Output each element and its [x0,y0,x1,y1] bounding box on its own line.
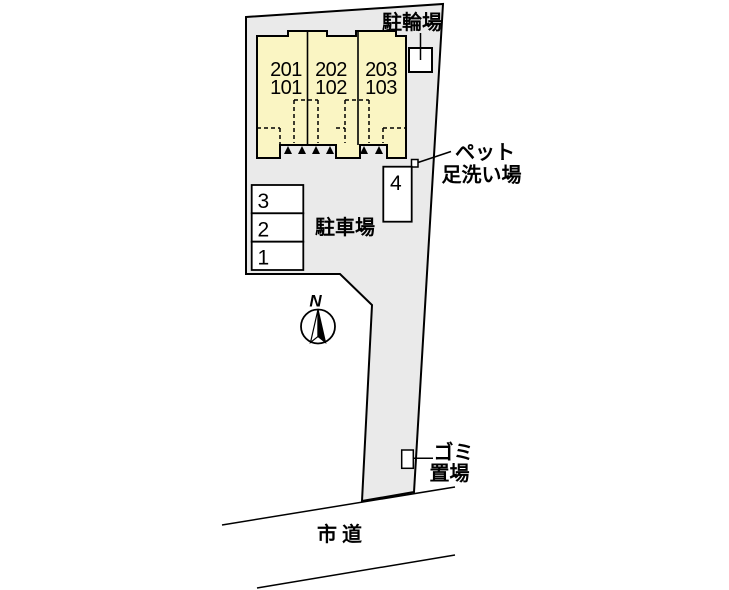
pet-wash-label-line2: 足洗い場 [442,164,522,187]
pet-wash-label-line1: ペット [455,142,515,164]
parking-spaces: 3 2 1 4 [250,165,413,271]
unit-202-label: 202 [315,59,347,81]
pet-wash-leader-line [417,150,452,164]
city-road-label: 市道 [317,522,367,546]
entrance-triangles [284,146,383,154]
building-dashed-lines [257,99,406,145]
garbage-box [400,449,415,470]
parking-lot-label: 駐車場 [315,215,375,239]
parking-space-2-number: 2 [258,218,269,241]
road-lower-line [256,554,456,589]
compass: N [300,292,336,345]
road-upper-line [221,486,456,526]
parking-space-1-number: 1 [258,247,269,270]
garbage-label-line1: ゴミ [434,440,474,464]
parking-space-1 [250,240,305,271]
unit-101-label: 101 [270,77,302,99]
bicycle-parking-label: 駐輪場 [382,10,442,34]
pet-wash-box [410,158,419,168]
unit-labels: 201 101 202 102 203 103 [270,59,398,99]
unit-102-label: 102 [315,77,347,99]
parking-space-4-number: 4 [390,172,402,195]
unit-103-label: 103 [365,77,397,99]
unit-203-label: 203 [365,59,397,81]
unit-201-label: 201 [270,59,302,81]
compass-north-label: N [309,292,322,311]
compass-needle-east [317,309,327,345]
garbage-label-line2: 置場 [430,462,470,485]
building-outline [256,30,407,159]
parking-space-4 [382,165,413,223]
parking-space-3-number: 3 [258,190,269,213]
